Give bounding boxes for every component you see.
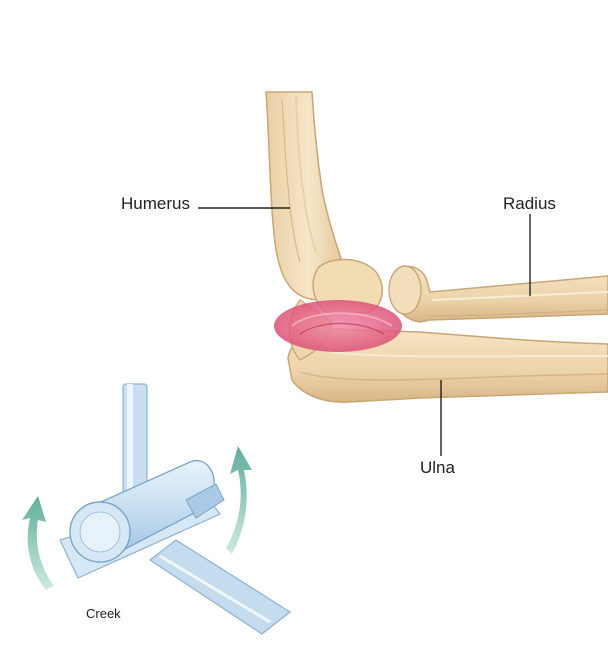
curved-arrow-icon-left	[22, 496, 54, 590]
arm-anatomy	[266, 92, 608, 402]
hinge-joint-model-icon	[22, 384, 290, 634]
curved-arrow-icon-right	[226, 446, 252, 554]
humerus-label: Humerus	[121, 194, 190, 214]
ulna-label: Ulna	[420, 458, 455, 478]
radius-label: Radius	[503, 194, 556, 214]
hinge-model-caption: Creek	[86, 606, 121, 621]
elbow-joint-highlight	[274, 300, 402, 352]
